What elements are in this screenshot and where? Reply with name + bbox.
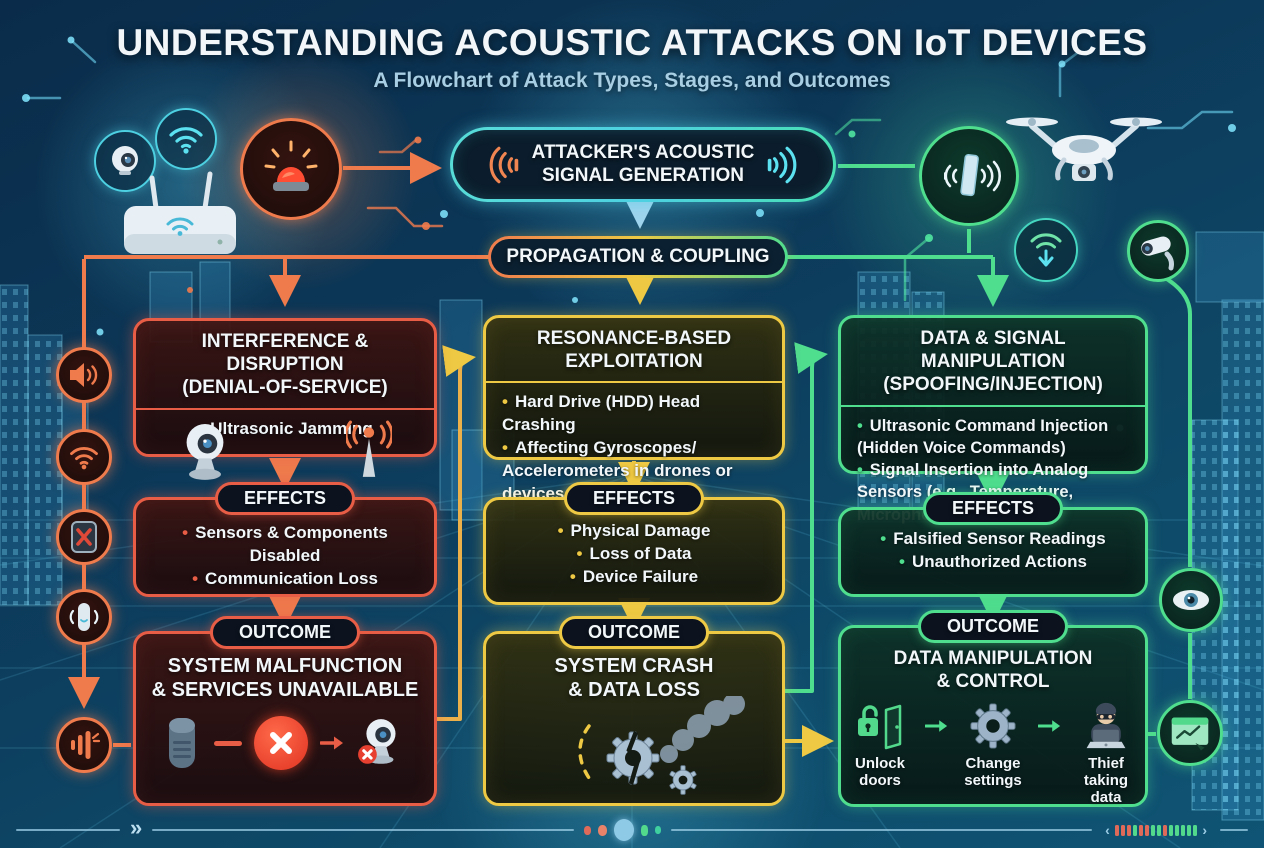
- speaker-icon: [70, 363, 98, 387]
- propagation-label: PROPAGATION & COUPLING: [506, 246, 770, 267]
- cctv-camera-badge: [1127, 220, 1189, 282]
- cctv-camera-icon: [1141, 236, 1174, 271]
- outcome-item-unlock-doors: Unlock doors: [841, 702, 919, 790]
- resonance-title: RESONANCE-BASED EXPLOITATION: [486, 318, 782, 384]
- active-page-dot[interactable]: [613, 819, 634, 841]
- smart-speaker-icon: [169, 718, 195, 768]
- header: UNDERSTANDING ACOUSTIC ATTACKS ON IoT DE…: [0, 22, 1264, 93]
- node-interference-effects: EFFECTS Sensors & Components Disabled Co…: [133, 482, 437, 597]
- spoofed-window-icon: [1171, 717, 1209, 751]
- spoofed-window-badge: [1157, 700, 1223, 766]
- manipulation-outcome-title: DATA MANIPULATION & CONTROL: [893, 648, 1093, 692]
- right-chevron-icon: ›: [1202, 822, 1207, 838]
- disabled-device-badge: [56, 509, 112, 565]
- node-data-signal-manipulation: DATA & SIGNAL MANIPULATION (SPOOFING/INJ…: [838, 315, 1148, 524]
- progress-line-segment: [1220, 829, 1248, 831]
- page-dot[interactable]: [597, 824, 607, 836]
- interference-effects-tag: EFFECTS: [214, 482, 356, 515]
- arrow-right-icon: [320, 736, 343, 750]
- wifi-rail-badge: [56, 429, 112, 485]
- sound-wave-left-icon: [489, 146, 518, 183]
- node-interference-outcome: OUTCOME SYSTEM MALFUNCTION & SERVICES UN…: [133, 616, 437, 806]
- wifi-icon: [169, 127, 203, 154]
- alarm-siren-badge: [240, 118, 342, 220]
- bottom-progress-bar: » ‹ ›: [0, 815, 1264, 842]
- interference-outcome-tag: OUTCOME: [210, 616, 360, 649]
- manipulation-effects-tag: EFFECTS: [922, 492, 1064, 525]
- manipulation-title: DATA & SIGNAL MANIPULATION (SPOOFING/INJ…: [841, 318, 1145, 407]
- resonance-bullets: Hard Drive (HDD) Head Crashing Affecting…: [486, 383, 782, 506]
- speaker-rail-badge: [56, 347, 112, 403]
- interference-bullets: Ultrasonic Jamming: [136, 410, 434, 441]
- smart-sensor-badge: [56, 589, 112, 645]
- node-manipulation-effects: EFFECTS Falsified Sensor Readings Unauth…: [838, 492, 1148, 597]
- arrow-right-icon: [924, 719, 948, 732]
- thief-laptop-icon: [1086, 702, 1126, 748]
- left-chevron-icon: ‹: [1105, 822, 1110, 838]
- progress-line-segment: [670, 829, 1093, 831]
- resonance-effects-tag: EFFECTS: [563, 482, 705, 515]
- page-dot[interactable]: [654, 826, 661, 834]
- wifi-download-badge: [1014, 218, 1078, 282]
- eye-badge: [1159, 568, 1223, 632]
- manipulation-outcome-items: Unlock doors: [841, 702, 1145, 807]
- arrow-right-icon: [1037, 719, 1061, 732]
- carousel-dots[interactable]: [583, 819, 661, 841]
- progress-line-segment: [16, 829, 120, 831]
- wifi-badge: [155, 108, 217, 170]
- ultrasound-bars-icon: [71, 731, 101, 759]
- manipulation-effects-list: Falsified Sensor Readings Unauthorized A…: [841, 510, 1145, 574]
- attacker-signal-label: ATTACKER'S ACOUSTIC SIGNAL GENERATION: [531, 142, 755, 186]
- outcome-item-change-settings: Change settings: [954, 702, 1032, 790]
- sound-wave-right-icon: [768, 146, 797, 183]
- page-title: UNDERSTANDING ACOUSTIC ATTACKS ON IoT DE…: [116, 22, 1148, 63]
- router-icon: [124, 171, 236, 254]
- webcam-error-icon: [358, 719, 396, 764]
- disabled-device-icon: [71, 521, 97, 553]
- node-resonance-exploitation: RESONANCE-BASED EXPLOITATION Hard Drive …: [483, 315, 785, 503]
- smart-sensor-icon: [69, 603, 99, 631]
- wifi-icon: [70, 447, 98, 470]
- manipulation-outcome-tag: OUTCOME: [918, 610, 1068, 643]
- interference-title: INTERFERENCE & DISRUPTION (DENIAL-OF-SER…: [136, 321, 434, 410]
- phone-ultrasound-icon: [944, 154, 1001, 197]
- broken-gear-smoke-icon: [578, 696, 745, 795]
- x-circle-icon: [254, 716, 308, 770]
- outcome-item-thief: Thief taking data: [1067, 702, 1145, 807]
- interference-effects-list: Sensors & Components Disabled Communicat…: [136, 500, 434, 591]
- fast-forward-chevrons-icon[interactable]: »: [130, 815, 143, 840]
- node-resonance-effects: EFFECTS Physical Damage Loss of Data Dev…: [483, 482, 785, 605]
- node-interference-disruption: INTERFERENCE & DISRUPTION (DENIAL-OF-SER…: [133, 318, 437, 480]
- interference-outcome-title: SYSTEM MALFUNCTION & SERVICES UNAVAILABL…: [151, 655, 419, 701]
- gear-icon: [970, 703, 1016, 749]
- page-subtitle: A Flowchart of Attack Types, Stages, and…: [373, 69, 891, 92]
- node-resonance-outcome: OUTCOME SYSTEM CRASH & DATA LOSS: [483, 616, 785, 806]
- resonance-outcome-tag: OUTCOME: [559, 616, 709, 649]
- node-manipulation-outcome: OUTCOME DATA MANIPULATION & CONTROL Unlo…: [838, 610, 1148, 807]
- progress-line-segment: [152, 829, 574, 831]
- page-dot[interactable]: [583, 825, 591, 835]
- alarm-siren-icon: [264, 140, 318, 191]
- link-dash: [214, 740, 242, 746]
- signal-ticks: ‹ ›: [1102, 822, 1210, 838]
- wifi-download-icon: [1030, 233, 1062, 267]
- drone-icon: [1006, 117, 1162, 181]
- node-attacker-signal: ATTACKER'S ACOUSTIC SIGNAL GENERATION: [450, 127, 836, 202]
- resonance-outcome-title: SYSTEM CRASH & DATA LOSS: [554, 655, 714, 701]
- interference-outcome-icons: [136, 712, 434, 774]
- eye-icon: [1173, 590, 1209, 610]
- node-propagation-coupling: PROPAGATION & COUPLING: [488, 236, 788, 278]
- page-dot[interactable]: [640, 824, 648, 836]
- ultrasound-rail-badge: [56, 717, 112, 773]
- unlock-door-icon: [858, 704, 902, 749]
